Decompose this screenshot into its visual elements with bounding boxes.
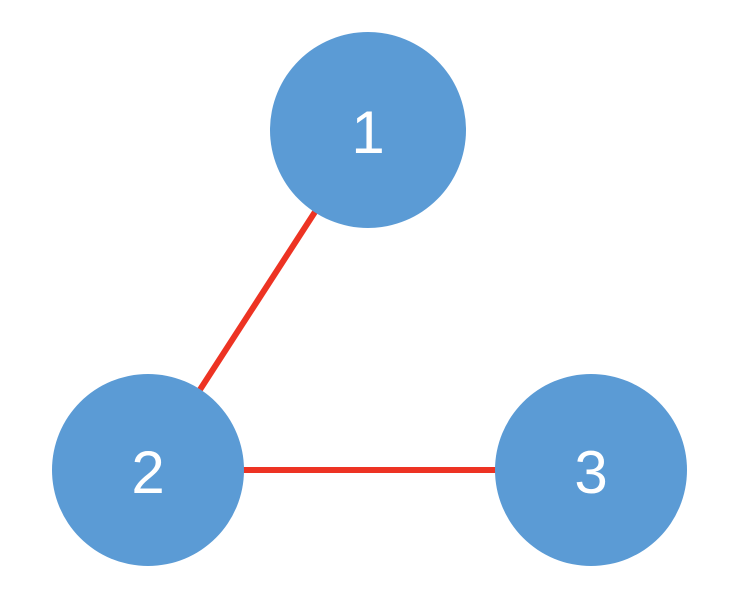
node-2[interactable]: 2 — [52, 374, 244, 566]
node-2-circle[interactable] — [52, 374, 244, 566]
node-1[interactable]: 1 — [270, 32, 466, 228]
node-3-circle[interactable] — [495, 374, 687, 566]
node-1-circle[interactable] — [270, 32, 466, 228]
node-3[interactable]: 3 — [495, 374, 687, 566]
